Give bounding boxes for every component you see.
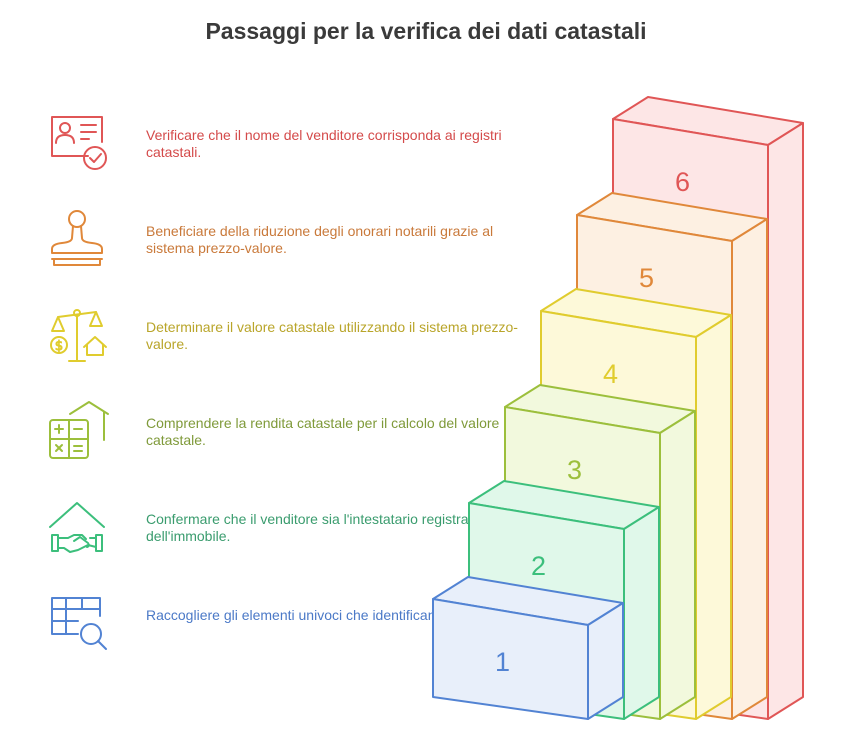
step-6-description: Verificare che il nome del venditore cor… — [146, 127, 502, 160]
step-3-number: 3 — [567, 455, 582, 485]
step-4-side-face — [695, 314, 732, 720]
step-2-side-face — [623, 506, 660, 720]
step-6-number: 6 — [675, 167, 690, 197]
svg-text:$: $ — [55, 339, 63, 354]
step-5-number: 5 — [639, 263, 654, 293]
house-calculator-icon — [49, 401, 109, 459]
step-6-side-face — [767, 122, 804, 720]
step-3-side-face — [659, 410, 696, 720]
spreadsheet-search-icon — [51, 597, 107, 650]
step-2-number: 2 — [531, 551, 546, 581]
house-handshake-icon — [49, 502, 105, 553]
step-4-description: Determinare il valore catastale utilizza… — [146, 319, 518, 352]
step-5-description: Beneficiare della riduzione degli onorar… — [146, 223, 494, 256]
step-5-side-face — [731, 218, 768, 720]
notary-stamp-icon — [51, 210, 103, 266]
step-1-block: 1 — [432, 576, 624, 720]
id-card-check-icon — [51, 116, 107, 170]
step-1-description: Raccogliere gli elementi univoci che ide… — [146, 607, 513, 623]
balance-scale-icon: $ — [50, 309, 107, 362]
step-3-description: Comprendere la rendita catastale per il … — [146, 415, 500, 448]
step-2-description: Confermare che il venditore sia l'intest… — [146, 511, 481, 544]
step-4-number: 4 — [603, 359, 618, 389]
page-title: Passaggi per la verifica dei dati catast… — [205, 18, 647, 44]
step-1-front-face — [432, 598, 589, 720]
step-1-number: 1 — [495, 647, 510, 677]
